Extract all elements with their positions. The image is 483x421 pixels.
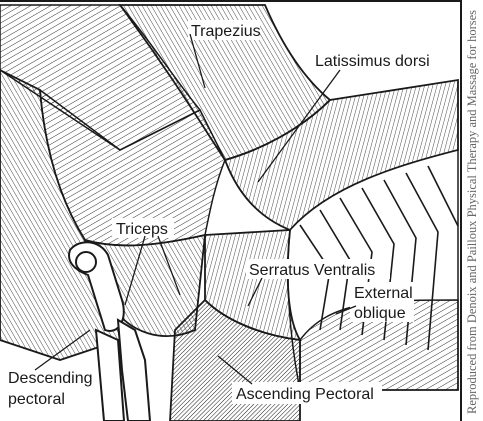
label-trapezius: Trapezius: [191, 23, 261, 40]
label-descending-pectoral-line1: Descending: [8, 370, 93, 387]
label-serratus-ventralis: Serratus Ventralis: [249, 262, 375, 279]
label-external-oblique-line1: External: [354, 285, 413, 302]
label-latissimus-dorsi: Latissimus dorsi: [315, 53, 430, 70]
image-credit: Reproduced from Denoix and Pailloux Phys…: [465, 10, 479, 414]
label-external-oblique-line2: oblique: [354, 305, 406, 322]
label-triceps: Triceps: [116, 221, 168, 238]
label-ascending-pectoral: Ascending Pectoral: [236, 386, 374, 403]
label-descending-pectoral-line2: pectoral: [8, 391, 65, 408]
